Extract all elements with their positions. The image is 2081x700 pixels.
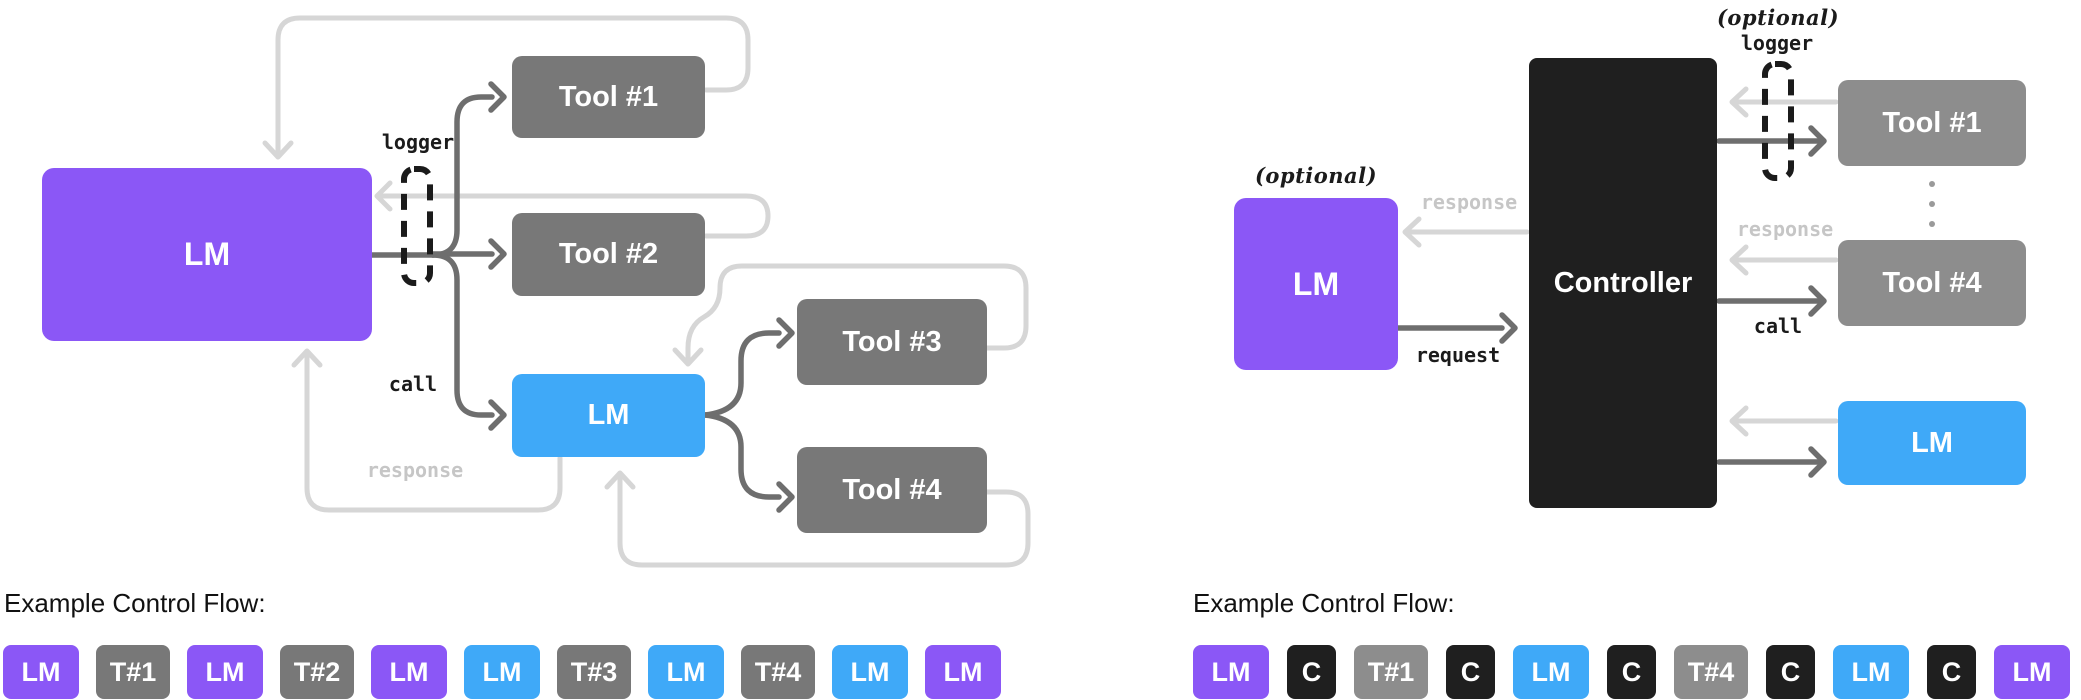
flow-badge: C	[1607, 645, 1656, 699]
tool2-response-loop-arrow	[377, 193, 771, 239]
right-tool4-box: Tool #4	[1838, 240, 2026, 326]
right-optional-logger-label: (optional)	[1716, 5, 1840, 30]
left-flow-heading: Example Control Flow:	[4, 588, 266, 618]
controller-call-tool4-arrowhead-icon	[1808, 285, 1827, 317]
right-lm2-box: LM	[1838, 401, 2026, 485]
right-logger-label: logger	[1740, 31, 1814, 55]
flow-badge: LM	[3, 645, 79, 699]
right-lm2-label: LM	[1911, 426, 1953, 459]
left-logger-dashed-icon	[401, 166, 433, 286]
lm2-response-controller-arrowhead-icon	[1729, 405, 1749, 437]
flow-badge: C	[1927, 645, 1976, 699]
tool1-response-controller-arrowhead-icon	[1729, 86, 1749, 118]
lm-call-tool2-arrowhead-icon	[488, 238, 507, 270]
right-call-arrows	[1395, 125, 1827, 478]
left-lm-label: LM	[183, 236, 231, 272]
lm2-response-loop-arrow	[304, 349, 563, 513]
left-tool3-label: Tool #3	[842, 325, 942, 358]
left-call-arrows	[369, 81, 795, 513]
left-tool4-label: Tool #4	[842, 473, 942, 506]
flow-badge: C	[1766, 645, 1815, 699]
tool1-response-arrowhead-icon	[262, 140, 294, 160]
right-tool1-box: Tool #1	[1838, 80, 2026, 166]
logger-interceptors	[401, 61, 1794, 286]
tool2-response-arrowhead-icon	[374, 180, 393, 212]
tool3-response-loop-arrow	[685, 263, 1029, 365]
flow-badge: LM	[1513, 645, 1589, 699]
lm2-call-tool3-arrowhead-icon	[776, 317, 795, 349]
lm-call-tool1-arrowhead-icon	[488, 81, 507, 113]
right-controller-label: Controller	[1553, 266, 1693, 299]
right-response-tools-label: response	[1736, 217, 1834, 241]
left-response-arrows	[262, 15, 1031, 568]
right-controller-box: Controller	[1529, 58, 1717, 508]
right-tool1-label: Tool #1	[1882, 106, 1982, 139]
left-tool1-box: Tool #1	[512, 56, 705, 138]
lm-call-lm2-arrowhead-icon	[488, 399, 507, 431]
tool4-response-controller-arrowhead-icon	[1729, 244, 1749, 276]
right-call-label: call	[1753, 314, 1803, 338]
right-logger-dashed-icon	[1762, 61, 1794, 181]
tool3-response-arrowhead-icon	[672, 347, 704, 367]
left-tool4-box: Tool #4	[797, 447, 987, 533]
controller-response-lm-arrowhead-icon	[1402, 216, 1422, 248]
lm-request-arrowhead-icon	[1499, 312, 1518, 344]
right-response-arrows	[1402, 86, 1839, 437]
flow-badge: LM	[925, 645, 1001, 699]
left-logger-label: logger	[381, 130, 455, 154]
flow-badge: LM	[1994, 645, 2070, 699]
flow-badge: LM	[1833, 645, 1909, 699]
flow-badge: C	[1446, 645, 1495, 699]
lm2-call-tool3-arrow	[702, 330, 782, 418]
flow-badge: LM	[187, 645, 263, 699]
tools-ellipsis-dots-icon	[1929, 181, 1935, 227]
tool4-response-arrowhead-icon	[604, 470, 636, 490]
left-response-label: response	[366, 458, 464, 482]
right-lm-box: LM	[1234, 198, 1398, 370]
left-lm2-label: LM	[587, 399, 630, 431]
lm2-call-tool4-arrowhead-icon	[776, 481, 795, 513]
controller-call-tool1-arrowhead-icon	[1808, 125, 1827, 157]
flow-badge: LM	[832, 645, 908, 699]
flow-badge: T#1	[1354, 645, 1428, 699]
flow-badge: T#3	[557, 645, 631, 699]
left-lm2-box: LM	[512, 374, 705, 457]
flow-badge: T#4	[1674, 645, 1748, 699]
right-optional-lm-label: (optional)	[1254, 163, 1378, 188]
right-lm-label: LM	[1292, 265, 1340, 302]
right-flow-row: LM C T#1 C LM C T#4 C LM C LM	[1193, 645, 2070, 699]
left-lm-box: LM	[42, 168, 372, 341]
left-tool2-label: Tool #2	[558, 238, 659, 270]
lm2-response-arrowhead-icon	[291, 348, 323, 368]
flow-badge: T#2	[280, 645, 354, 699]
flow-badge: C	[1287, 645, 1336, 699]
lm-call-tool1-arrow	[430, 94, 495, 258]
left-tool1-label: Tool #1	[558, 80, 659, 113]
tool1-response-loop-arrow	[275, 15, 751, 159]
left-flow-row: LM T#1 LM T#2 LM LM T#3 LM T#4 LM LM	[3, 645, 1001, 699]
right-tool4-label: Tool #4	[1882, 266, 1982, 299]
right-request-label: request	[1415, 343, 1501, 367]
lm-call-lm2-arrow	[430, 252, 495, 418]
left-tool2-box: Tool #2	[512, 213, 705, 296]
controller-call-lm2-arrowhead-icon	[1808, 446, 1827, 478]
flow-badge: LM	[648, 645, 724, 699]
flow-badge: LM	[371, 645, 447, 699]
tool4-response-loop-arrow	[617, 471, 1031, 568]
right-response-lm-label: response	[1420, 190, 1518, 214]
lm2-call-tool4-arrow	[702, 412, 782, 500]
flow-badge: T#1	[96, 645, 170, 699]
flow-badge: T#4	[741, 645, 815, 699]
left-tool3-box: Tool #3	[797, 299, 987, 385]
flow-badge: LM	[464, 645, 540, 699]
right-flow-heading: Example Control Flow:	[1193, 588, 1455, 618]
left-call-label: call	[388, 372, 438, 396]
flow-badge: LM	[1193, 645, 1269, 699]
